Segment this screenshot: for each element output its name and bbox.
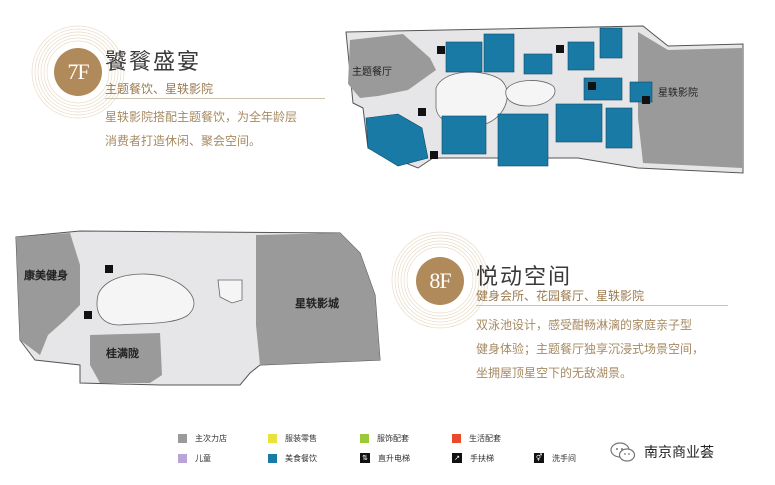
anchor-theme-restaurant-7f (348, 34, 436, 98)
description-line: 健身体验；主题餐厅独享沉浸式场景空间， (476, 342, 705, 356)
legend-label: 洗手间 (552, 453, 576, 463)
dining-unit (365, 113, 429, 167)
dining-unit (483, 33, 515, 73)
atrium-void (505, 80, 556, 107)
escalator-icon (588, 82, 596, 90)
legend-swatch-lifestyle (452, 433, 461, 443)
section-description-7f: 星轶影院搭配主题餐饮，为全年龄层 消费者打造休闲、聚会空间。 (105, 105, 297, 153)
dining-unit (567, 41, 595, 71)
dining-unit (497, 113, 549, 167)
section-subtitle-8f: 健身会所、花园餐厅、星轶影院 (476, 289, 645, 303)
floor-map-8f (15, 230, 381, 386)
legend-label: 直升电梯 (378, 453, 410, 463)
map-label-cinema-8f: 星轶影城 (295, 298, 339, 310)
rings-7f (31, 25, 125, 119)
legend-item: 服饰配套 (360, 431, 409, 445)
dining-unit (605, 107, 633, 149)
atrium-void (217, 279, 243, 304)
anchor-cinema-8f (256, 233, 380, 365)
legend-swatch-accessories (360, 433, 369, 443)
description-line: 双泳池设计，感受酣畅淋漓的家庭亲子型 (476, 318, 693, 332)
legend-label: 生活配套 (469, 433, 501, 443)
legend-item: ↗ 手扶梯 (452, 451, 494, 465)
dining-unit (445, 41, 483, 73)
elevator-icon: ⇅ (360, 453, 370, 463)
legend-label: 主次力店 (195, 433, 227, 443)
section-title-8f: 悦动空间 (476, 265, 573, 290)
elevator-icon (556, 45, 564, 53)
dining-unit (441, 115, 487, 155)
wechat-icon (610, 442, 636, 462)
anchor-fitness-8f (16, 233, 80, 355)
description-line: 星轶影院搭配主题餐饮，为全年龄层 (105, 110, 298, 124)
section-title-7f: 饕餮盛宴 (105, 50, 202, 75)
dining-unit (599, 27, 623, 59)
anchor-cinema-7f (638, 32, 742, 168)
legend-label: 手扶梯 (470, 453, 494, 463)
dining-unit (555, 103, 603, 143)
anchor-restaurant-8f (90, 333, 162, 383)
restroom-icon (430, 151, 438, 159)
legend-label: 美食餐饮 (285, 453, 317, 463)
atrium-void (96, 273, 195, 326)
escalator-icon (84, 311, 92, 319)
legend-item: ⇅ 直升电梯 (360, 451, 410, 465)
elevator-icon (418, 108, 426, 116)
section-description-8f: 双泳池设计，感受酣畅淋漓的家庭亲子型 健身体验；主题餐厅独享沉浸式场景空间， 坐… (476, 313, 704, 385)
legend-item: 生活配套 (452, 431, 501, 445)
map-label-fitness: 康美健身 (24, 270, 68, 282)
description-line: 坐拥屋顶星空下的无敌湖景。 (476, 366, 633, 380)
legend-label: 服装零售 (285, 433, 317, 443)
legend-swatch-apparel (268, 433, 277, 443)
legend-label: 服饰配套 (377, 433, 409, 443)
legend-swatch-dining (268, 453, 277, 463)
legend-swatch-anchor (178, 433, 187, 443)
divider-7f (105, 98, 325, 99)
elevator-icon (642, 96, 650, 104)
legend-swatch-kids (178, 453, 187, 463)
legend: 主次力店 服装零售 服饰配套 生活配套 儿童 美食餐饮 ⇅ 直升电梯 ↗ 手扶梯 ⚥… (178, 431, 578, 471)
legend-item: 儿童 (178, 451, 211, 465)
floor-badge-7f: 7F (54, 48, 102, 96)
wechat-account-badge: 南京商业荟 (610, 441, 714, 463)
legend-item: 主次力店 (178, 431, 227, 445)
map-label-theme-restaurant: 主题餐厅 (352, 67, 392, 78)
legend-item: 美食餐饮 (268, 451, 317, 465)
divider-8f (476, 305, 728, 306)
legend-item: 服装零售 (268, 431, 317, 445)
legend-label: 儿童 (195, 453, 211, 463)
restroom-icon: ⚥ (534, 453, 544, 463)
elevator-icon (105, 265, 113, 273)
dining-unit (523, 53, 553, 75)
legend-item: ⚥ 洗手间 (534, 451, 576, 465)
floor-badge-8f: 8F (416, 257, 464, 305)
map-label-cinema-7f: 星轶影院 (658, 88, 698, 99)
description-line: 消费者打造休闲、聚会空间。 (105, 134, 262, 148)
map-label-restaurant-8f: 桂满陇 (106, 348, 139, 360)
floor-map-7f (345, 25, 744, 174)
escalator-icon: ↗ (452, 453, 462, 463)
section-subtitle-7f: 主题餐饮、星轶影院 (105, 82, 214, 96)
account-name: 南京商业荟 (644, 444, 714, 460)
elevator-icon (437, 46, 445, 54)
rings-8f (391, 231, 489, 329)
